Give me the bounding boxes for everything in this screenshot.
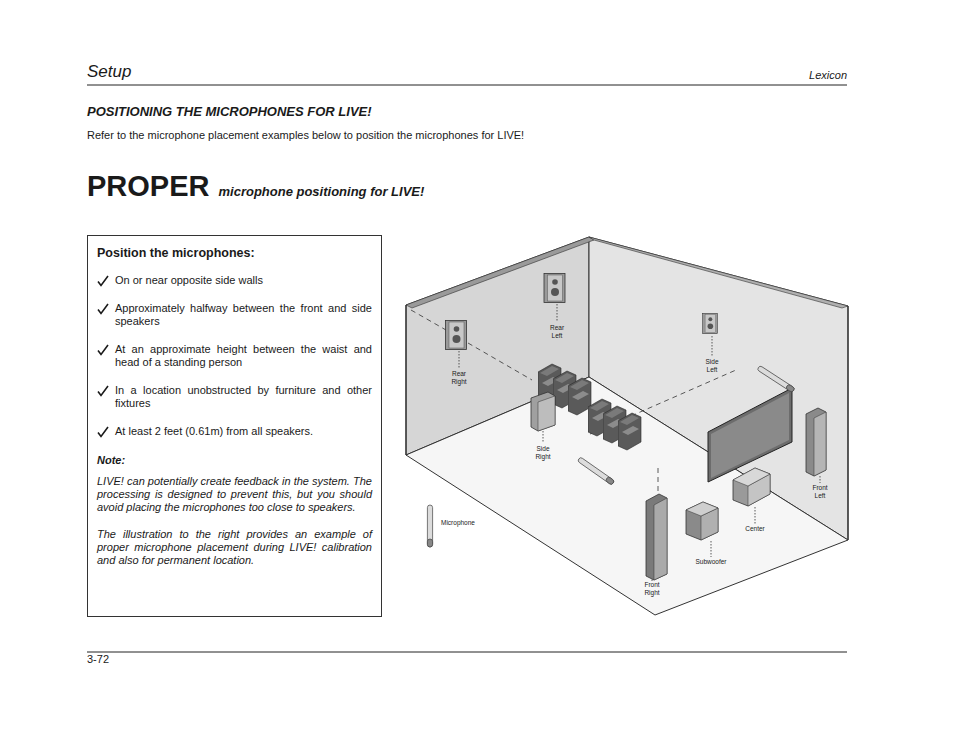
section-name: Setup	[87, 62, 131, 82]
subwoofer	[686, 502, 718, 540]
intro-text: Refer to the microphone placement exampl…	[87, 129, 524, 142]
speaker-label: Front Left	[812, 484, 827, 500]
rear-left-speaker	[544, 274, 565, 303]
check-mark	[97, 275, 109, 287]
microphone-left	[757, 365, 795, 392]
checklist-item: In a location unobstructed by furniture …	[97, 384, 372, 410]
side-right-speaker	[531, 392, 555, 431]
center-speaker	[733, 468, 770, 506]
theater-seats	[538, 364, 641, 450]
legend-label: Microphone	[441, 519, 475, 526]
checklist-item: Approximately halfway between the front …	[97, 302, 372, 328]
speaker-label: Center	[745, 525, 765, 533]
speaker-label: Subwoofer	[695, 558, 726, 566]
check-mark	[97, 303, 109, 315]
header-rule	[87, 85, 847, 86]
page-number: 3-72	[87, 653, 109, 666]
instruction-panel: Position the microphones: On or near oppo…	[87, 235, 382, 617]
heading-subtitle: microphone positioning for LIVE!	[218, 185, 424, 200]
front-left-speaker	[806, 408, 826, 476]
check-mark	[97, 344, 109, 356]
side-left-speaker	[703, 313, 718, 333]
page-heading: PROPER	[87, 170, 209, 203]
front-right-speaker	[646, 494, 667, 580]
speaker-label: Rear Left	[550, 324, 564, 340]
checklist-item: At an approximate height between the wai…	[97, 343, 372, 369]
panel-heading: Position the microphones:	[97, 247, 372, 260]
check-mark	[97, 385, 109, 397]
microphone-legend	[427, 505, 432, 547]
rear-right-speaker	[446, 321, 467, 350]
screen	[708, 388, 792, 482]
microphone-right	[577, 457, 614, 485]
brand-name: Lexicon	[809, 69, 847, 82]
placement-guides	[411, 310, 736, 496]
subsection-heading: POSITIONING THE MICROPHONES FOR LIVE!	[87, 105, 372, 120]
note-text: The illustration to the right provides a…	[97, 528, 372, 567]
note-text: LIVE! can potentially create feedback in…	[97, 475, 372, 514]
note-label: Note:	[97, 454, 372, 467]
speaker-label: Side Left	[705, 358, 718, 374]
checklist-item: On or near opposite side walls	[97, 274, 372, 287]
label-leaders	[459, 304, 820, 581]
room	[406, 237, 848, 615]
speaker-label: Front Right	[644, 581, 659, 597]
checklist-item: At least 2 feet (0.61m) from all speaker…	[97, 425, 372, 438]
speaker-label: Rear Right	[451, 370, 466, 386]
footer-rule	[87, 652, 847, 653]
check-mark	[97, 426, 109, 438]
speaker-label: Side Right	[535, 445, 550, 461]
